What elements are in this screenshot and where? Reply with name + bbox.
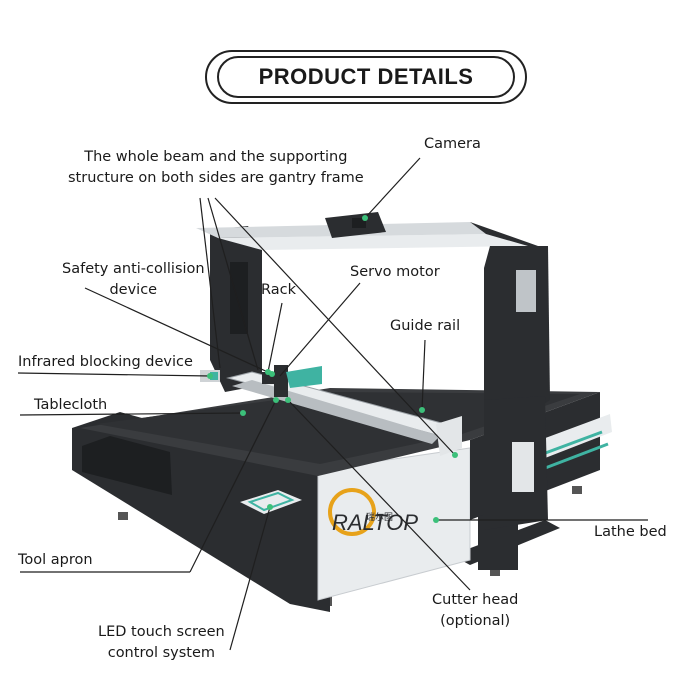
leader-dots xyxy=(207,215,458,523)
title-badge: PRODUCT DETAILS xyxy=(205,50,527,104)
label-gantry-line1: The whole beam and the supporting xyxy=(84,149,348,165)
label-cutter-line2: (optional) xyxy=(440,613,511,629)
leader-lines xyxy=(17,157,648,651)
label-led-line2: control system xyxy=(107,645,216,661)
label-cutter-line1: Cutter head xyxy=(432,592,519,608)
page-title: PRODUCT DETAILS xyxy=(258,64,474,89)
label-tablecloth: Tablecloth xyxy=(34,397,108,413)
label-infrared: Infrared blocking device xyxy=(18,354,193,370)
lathe-bed-front-panel xyxy=(317,447,471,601)
label-tool-apron: Tool apron xyxy=(18,552,93,568)
led-touch-screen xyxy=(240,490,302,514)
label-servo-motor: Servo motor xyxy=(350,264,440,280)
label-guide-rail: Guide rail xyxy=(390,318,461,334)
gantry-column-left xyxy=(210,226,262,392)
title-inner-frame: PRODUCT DETAILS xyxy=(217,56,515,98)
tablecloth-surface xyxy=(96,392,580,464)
label-safety-line2: device xyxy=(109,282,158,298)
label-led-line1: LED touch screen xyxy=(98,624,225,640)
label-safety-device: Safety anti-collision device xyxy=(62,259,205,301)
brand-subtext: 瑞尔图 xyxy=(366,511,393,523)
gantry-column-right xyxy=(484,246,550,530)
brand-text: RALTOP xyxy=(332,510,418,535)
label-lathe-bed: Lathe bed xyxy=(594,524,667,540)
label-rack: Rack xyxy=(261,282,297,298)
label-led-screen: LED touch screen control system xyxy=(98,622,225,664)
label-safety-line1: Safety anti-collision xyxy=(62,261,205,277)
label-camera: Camera xyxy=(424,136,481,152)
label-gantry-frame: The whole beam and the supporting struct… xyxy=(68,147,364,189)
brand-logo: RALTOP 瑞尔图 xyxy=(328,488,418,536)
label-gantry-line2: structure on both sides are gantry frame xyxy=(68,170,364,186)
camera-unit xyxy=(325,212,386,238)
label-cutter-head: Cutter head (optional) xyxy=(432,590,518,632)
title-outer-frame xyxy=(205,50,527,104)
lathe-bed-left-recess xyxy=(82,436,172,495)
